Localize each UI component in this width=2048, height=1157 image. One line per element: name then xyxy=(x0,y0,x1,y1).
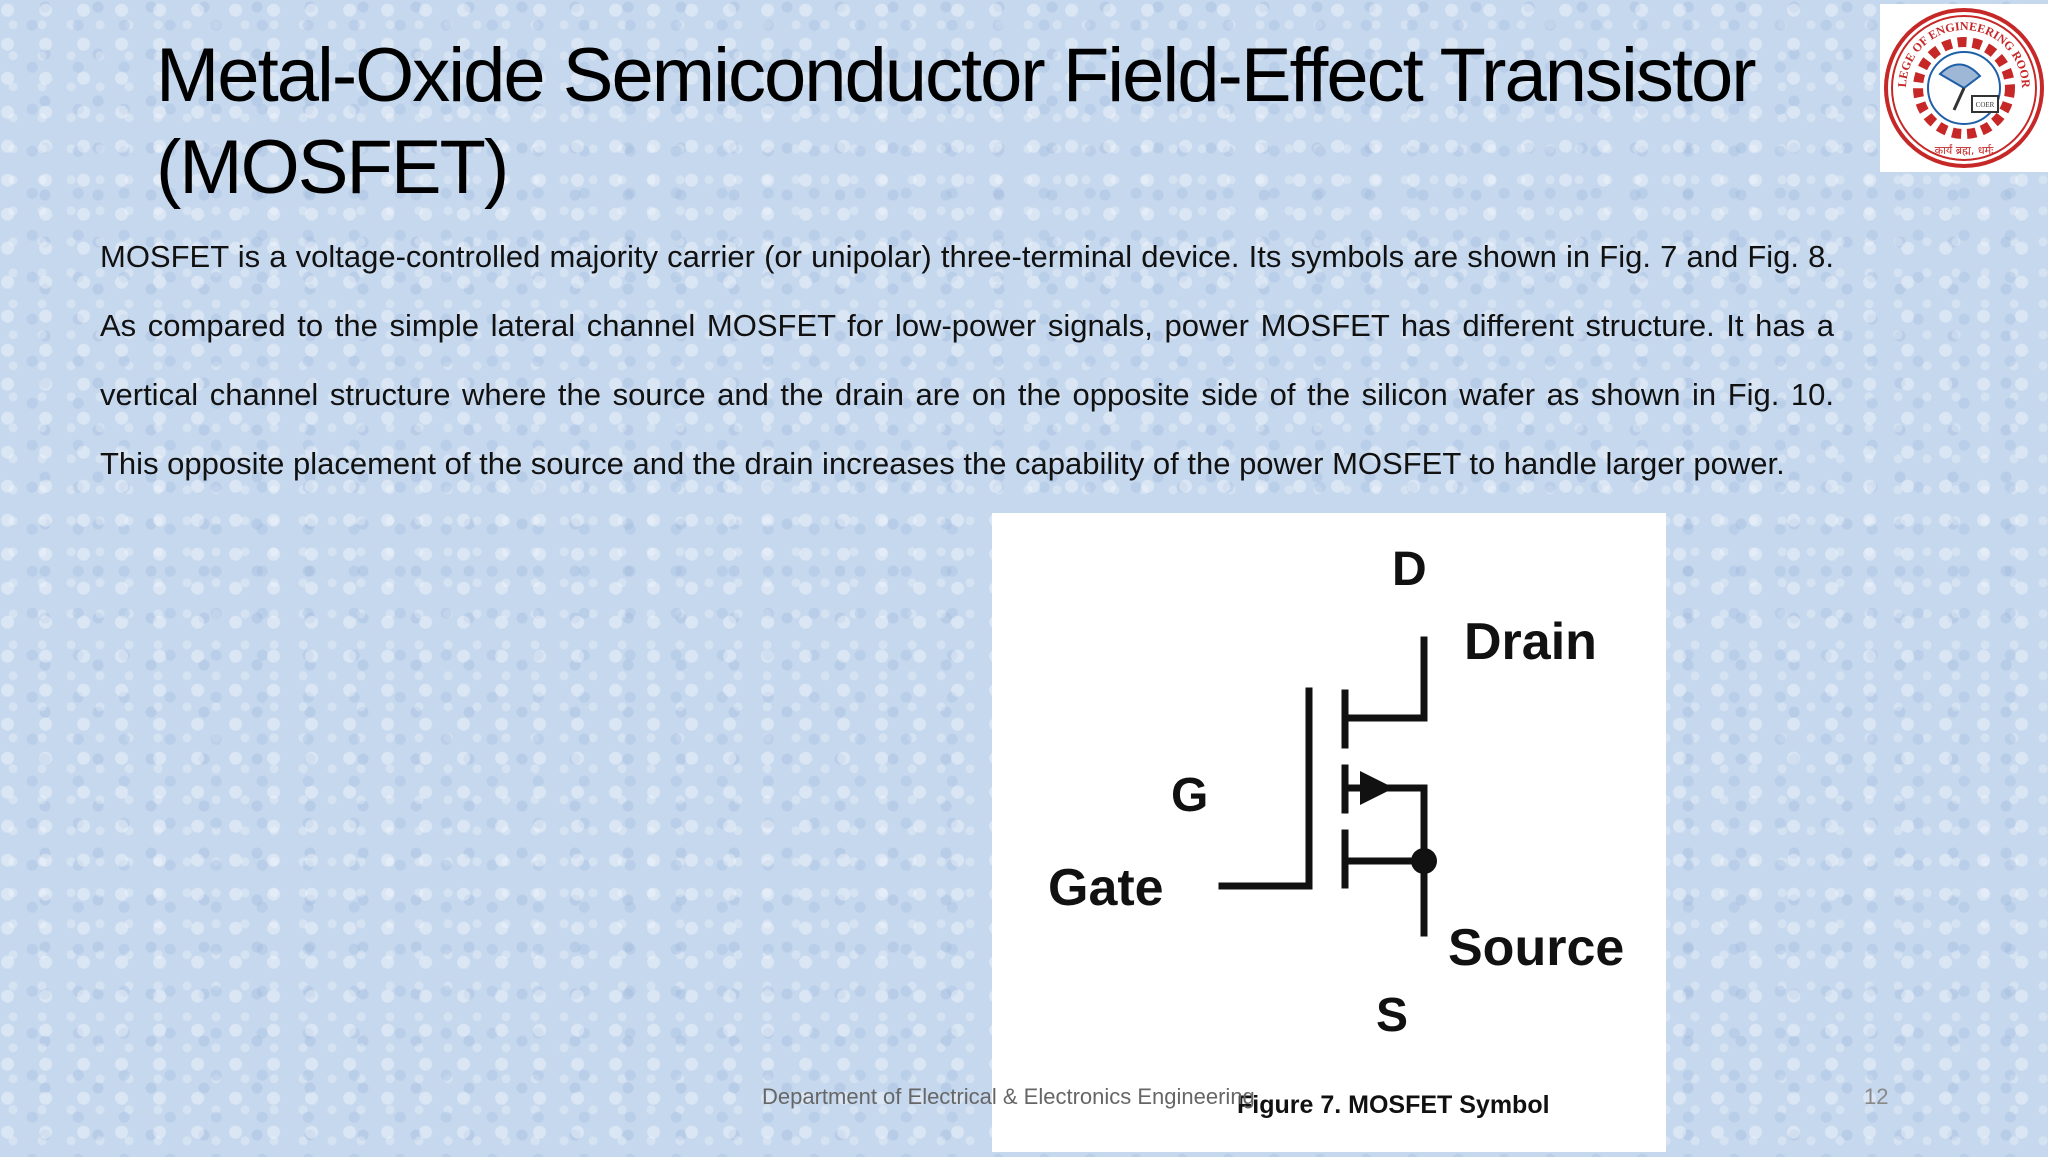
mosfet-symbol-figure: D Drain G Gate Source S Figure 7. MOSFET… xyxy=(992,513,1666,1152)
label-drain: Drain xyxy=(1464,613,1597,671)
figure-caption: Figure 7. MOSFET Symbol xyxy=(1237,1091,1550,1119)
logo-motto: कार्यं ब्रह्म, धर्मः xyxy=(1935,144,1995,157)
college-logo: COER COLLEGE OF ENGINEERING ROORKEE कार्… xyxy=(1875,0,2048,172)
logo-box-text: COER xyxy=(1976,101,1995,109)
slide-title-line-2: (MOSFET) xyxy=(156,125,509,210)
label-g: G xyxy=(1171,769,1208,822)
label-gate: Gate xyxy=(1048,859,1164,917)
slide-number: 12 xyxy=(1864,1084,1889,1109)
label-source: Source xyxy=(1448,919,1624,977)
label-s: S xyxy=(1376,989,1408,1042)
slide-title: Metal-Oxide Semiconductor Field-Effect T… xyxy=(156,30,1856,214)
college-logo-emblem-icon: COER COLLEGE OF ENGINEERING ROORKEE कार्… xyxy=(1875,0,2044,168)
body-paragraph: MOSFET is a voltage-controlled majority … xyxy=(100,239,1834,481)
slide-title-line-1: Metal-Oxide Semiconductor Field-Effect T… xyxy=(156,33,1757,118)
label-d: D xyxy=(1392,543,1427,596)
footer-department: Department of Electrical & Electronics E… xyxy=(762,1084,1255,1109)
mosfet-symbol-icon: D Drain G Gate Source S Figure 7. MOSFET… xyxy=(1048,543,1624,1119)
